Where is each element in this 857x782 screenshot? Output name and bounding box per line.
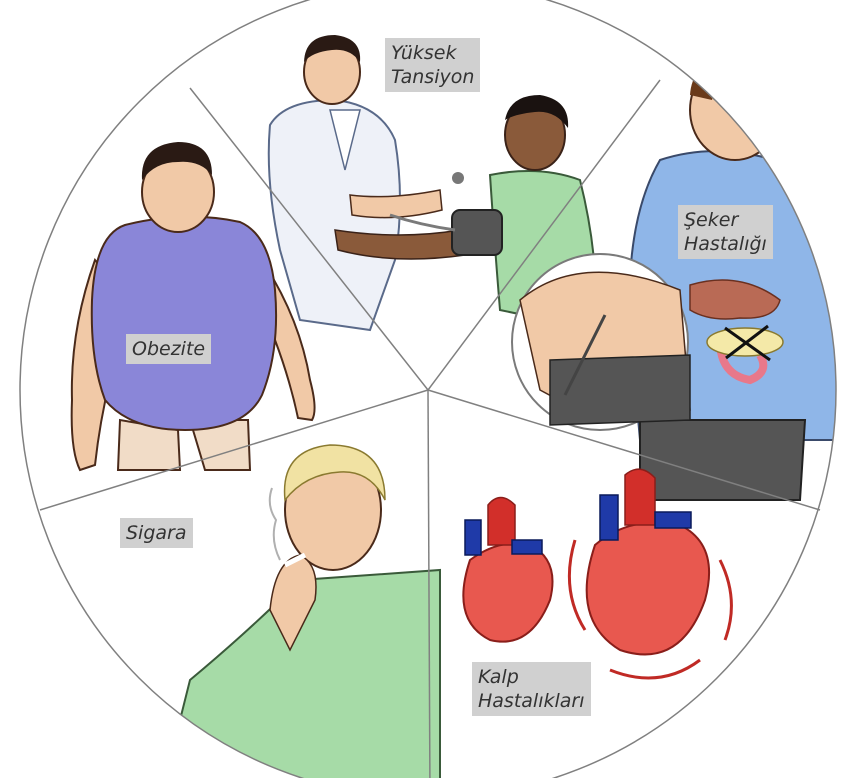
- label-hypertension-line1: Yüksek: [391, 41, 474, 65]
- label-obesity: Obezite: [126, 334, 211, 364]
- label-diabetes: Şeker Hastalığı: [678, 205, 773, 259]
- label-heart-line1: Kalp: [478, 665, 585, 689]
- label-heart-line2: Hastalıkları: [478, 689, 585, 713]
- insulin-injection-icon: [512, 254, 690, 430]
- label-smoking: Sigara: [120, 518, 193, 548]
- label-heart: Kalp Hastalıkları: [472, 662, 591, 716]
- label-smoking-text: Sigara: [126, 521, 187, 545]
- label-diabetes-line2: Hastalığı: [684, 232, 767, 256]
- label-hypertension-line2: Tansiyon: [391, 65, 474, 89]
- label-obesity-text: Obezite: [132, 337, 205, 361]
- label-diabetes-line1: Şeker: [684, 208, 767, 232]
- label-hypertension: Yüksek Tansiyon: [385, 38, 480, 92]
- smoker-figure-icon: [160, 445, 440, 778]
- heart-icon: [463, 498, 552, 642]
